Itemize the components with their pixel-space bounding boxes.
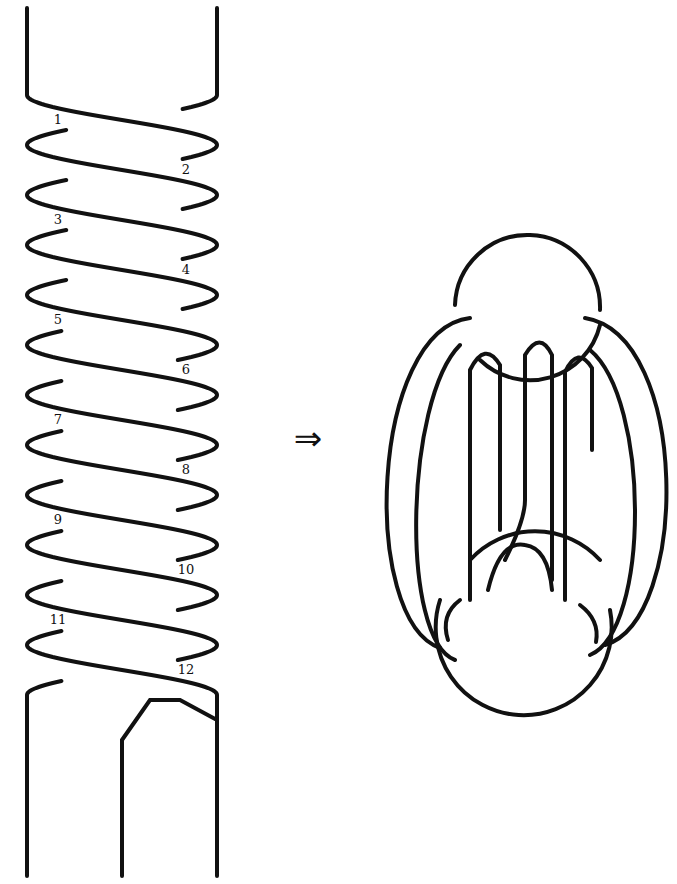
band-strand — [27, 180, 217, 259]
crossing-number: 7 — [52, 413, 64, 427]
crossing-number: 3 — [52, 213, 64, 227]
crossing-number: 8 — [180, 463, 192, 477]
band-strand — [27, 130, 217, 209]
crossing-number: 12 — [176, 663, 197, 677]
crossing-number: 4 — [180, 263, 192, 277]
band-strand — [122, 700, 217, 876]
crossing-number: 1 — [52, 113, 64, 127]
crossing-number: 11 — [48, 613, 69, 627]
crossing-number: 5 — [52, 313, 64, 327]
band-strand — [27, 531, 217, 610]
crossing-number: 10 — [176, 563, 197, 577]
crossing-number: 9 — [52, 513, 64, 527]
band-strand — [27, 8, 217, 159]
band-strand — [27, 280, 217, 360]
band-strand — [27, 681, 61, 876]
band-strand — [27, 581, 217, 660]
band-strand — [183, 8, 217, 109]
knot-drawing — [387, 235, 667, 715]
band-strand — [27, 381, 217, 460]
band-strand — [27, 331, 217, 410]
band-strand — [27, 431, 217, 510]
crossing-number: 6 — [180, 363, 192, 377]
implies-arrow: ⇒ — [292, 419, 325, 457]
band-strand — [27, 481, 217, 560]
crossing-number: 2 — [180, 163, 192, 177]
twisted-band — [27, 8, 217, 876]
band-strand — [27, 230, 217, 309]
band-strand — [27, 631, 217, 876]
